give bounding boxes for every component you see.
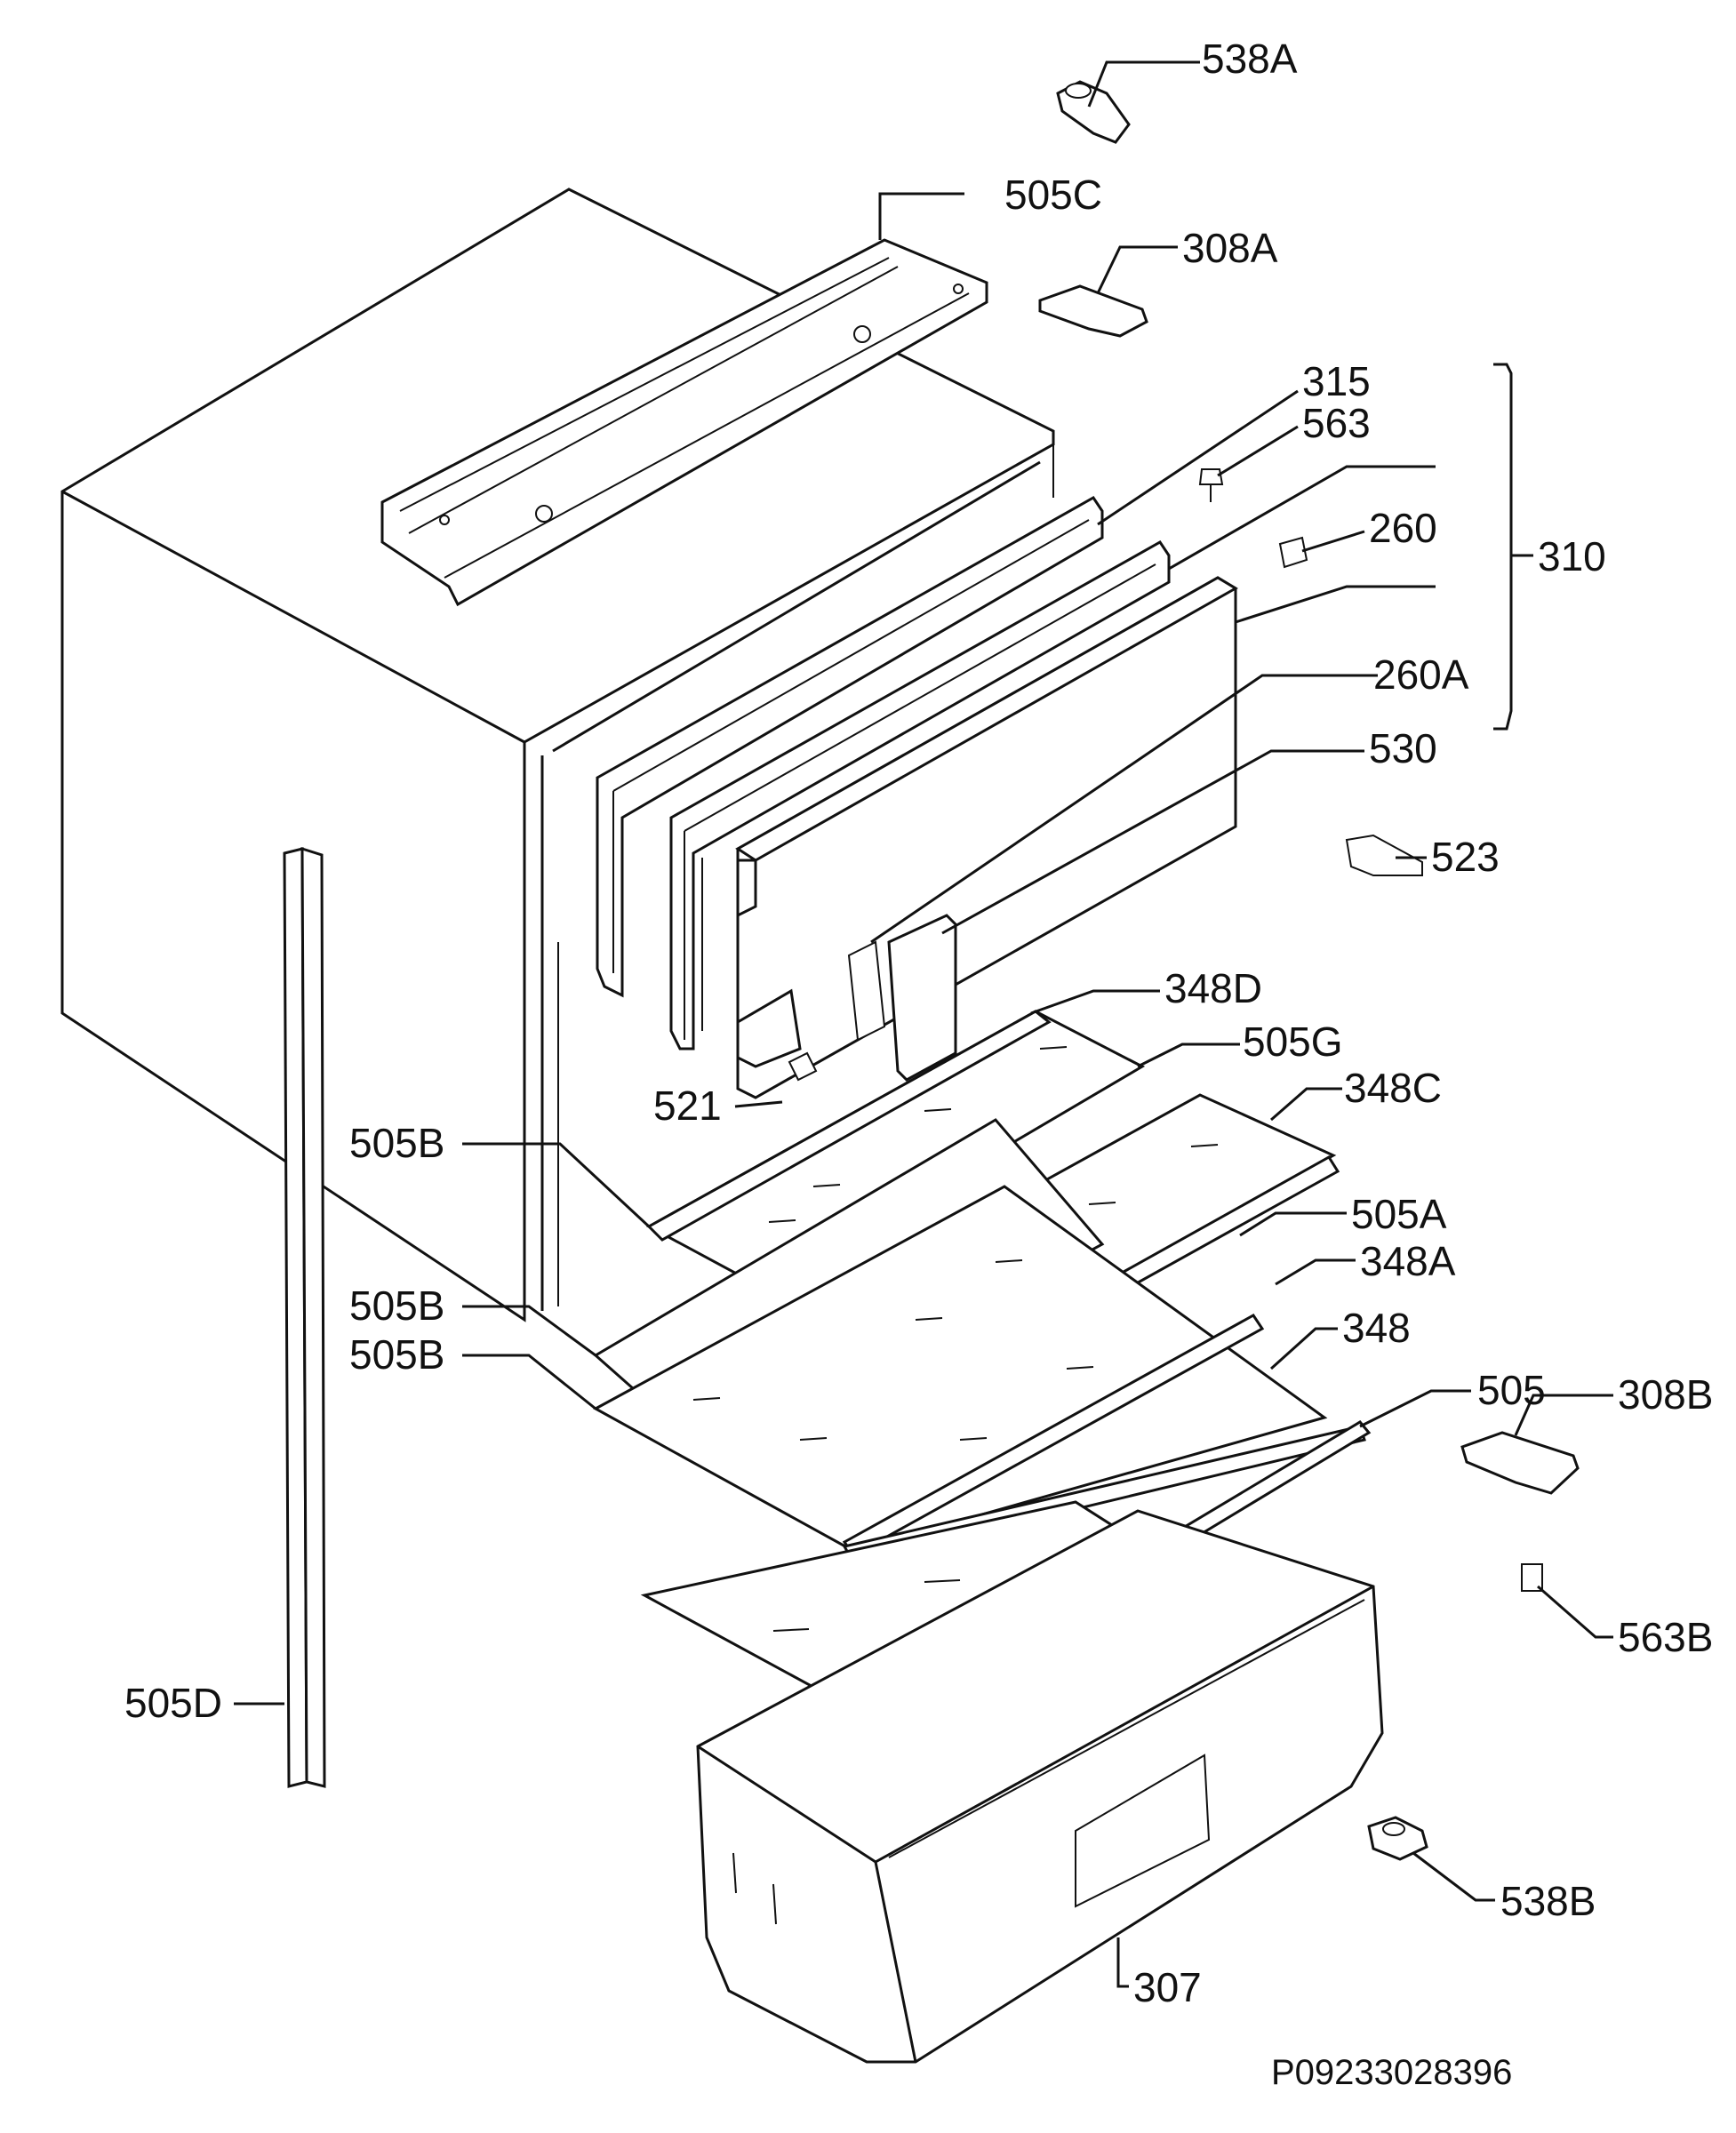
label-348: 348 <box>1342 1305 1411 1351</box>
label-521: 521 <box>653 1082 722 1129</box>
label-505A: 505A <box>1351 1191 1447 1237</box>
label-563: 563 <box>1302 400 1371 446</box>
label-348D: 348D <box>1164 965 1262 1011</box>
document-code: P09233028396 <box>1271 2053 1512 2092</box>
label-563B: 563B <box>1618 1614 1713 1660</box>
door-handle-530 <box>735 576 1238 1082</box>
part-308B-bracket <box>1460 1431 1580 1495</box>
label-505D: 505D <box>124 1680 222 1726</box>
label-523: 523 <box>1431 834 1500 880</box>
label-308A: 308A <box>1182 225 1278 271</box>
door-seal-strip <box>283 846 326 1788</box>
label-505C: 505C <box>1004 172 1102 218</box>
part-521-clip <box>788 1051 818 1082</box>
top-hinge-bar <box>380 238 988 607</box>
label-505B-low: 505B <box>349 1331 444 1378</box>
label-538A: 538A <box>1202 36 1298 82</box>
leader-lines <box>234 60 1613 1988</box>
label-348A: 348A <box>1360 1238 1456 1284</box>
part-538A-hinge <box>1056 80 1131 144</box>
label-505: 505 <box>1477 1367 1546 1413</box>
part-538B-hinge <box>1367 1816 1428 1861</box>
label-505G: 505G <box>1243 1019 1343 1065</box>
glass-texture-marks <box>692 1046 1219 1632</box>
label-315: 315 <box>1302 358 1371 404</box>
label-530: 530 <box>1369 725 1437 771</box>
part-labels: 538A 505C 308A 315 563 260 310 260A 530 … <box>124 36 1713 2092</box>
part-308A-bracket <box>1038 284 1148 338</box>
label-260A: 260A <box>1373 651 1469 698</box>
label-348C: 348C <box>1344 1065 1442 1111</box>
label-260: 260 <box>1369 505 1437 551</box>
label-308B: 308B <box>1618 1371 1713 1418</box>
label-310: 310 <box>1538 533 1606 579</box>
part-563-screw <box>1198 468 1224 502</box>
part-523-bracket <box>1345 834 1423 876</box>
shelf-348D <box>645 1010 1146 1290</box>
label-307: 307 <box>1133 1964 1202 2010</box>
door-frame-mid <box>669 540 1171 1051</box>
label-505B-mid: 505B <box>349 1282 444 1329</box>
crisper-drawer <box>696 1509 1384 2064</box>
label-505B-top: 505B <box>349 1120 444 1166</box>
part-260-clip <box>1278 536 1308 569</box>
part-lamp-bracket <box>847 940 886 1042</box>
label-538B: 538B <box>1500 1878 1596 1924</box>
door-frame-back <box>596 496 1104 998</box>
